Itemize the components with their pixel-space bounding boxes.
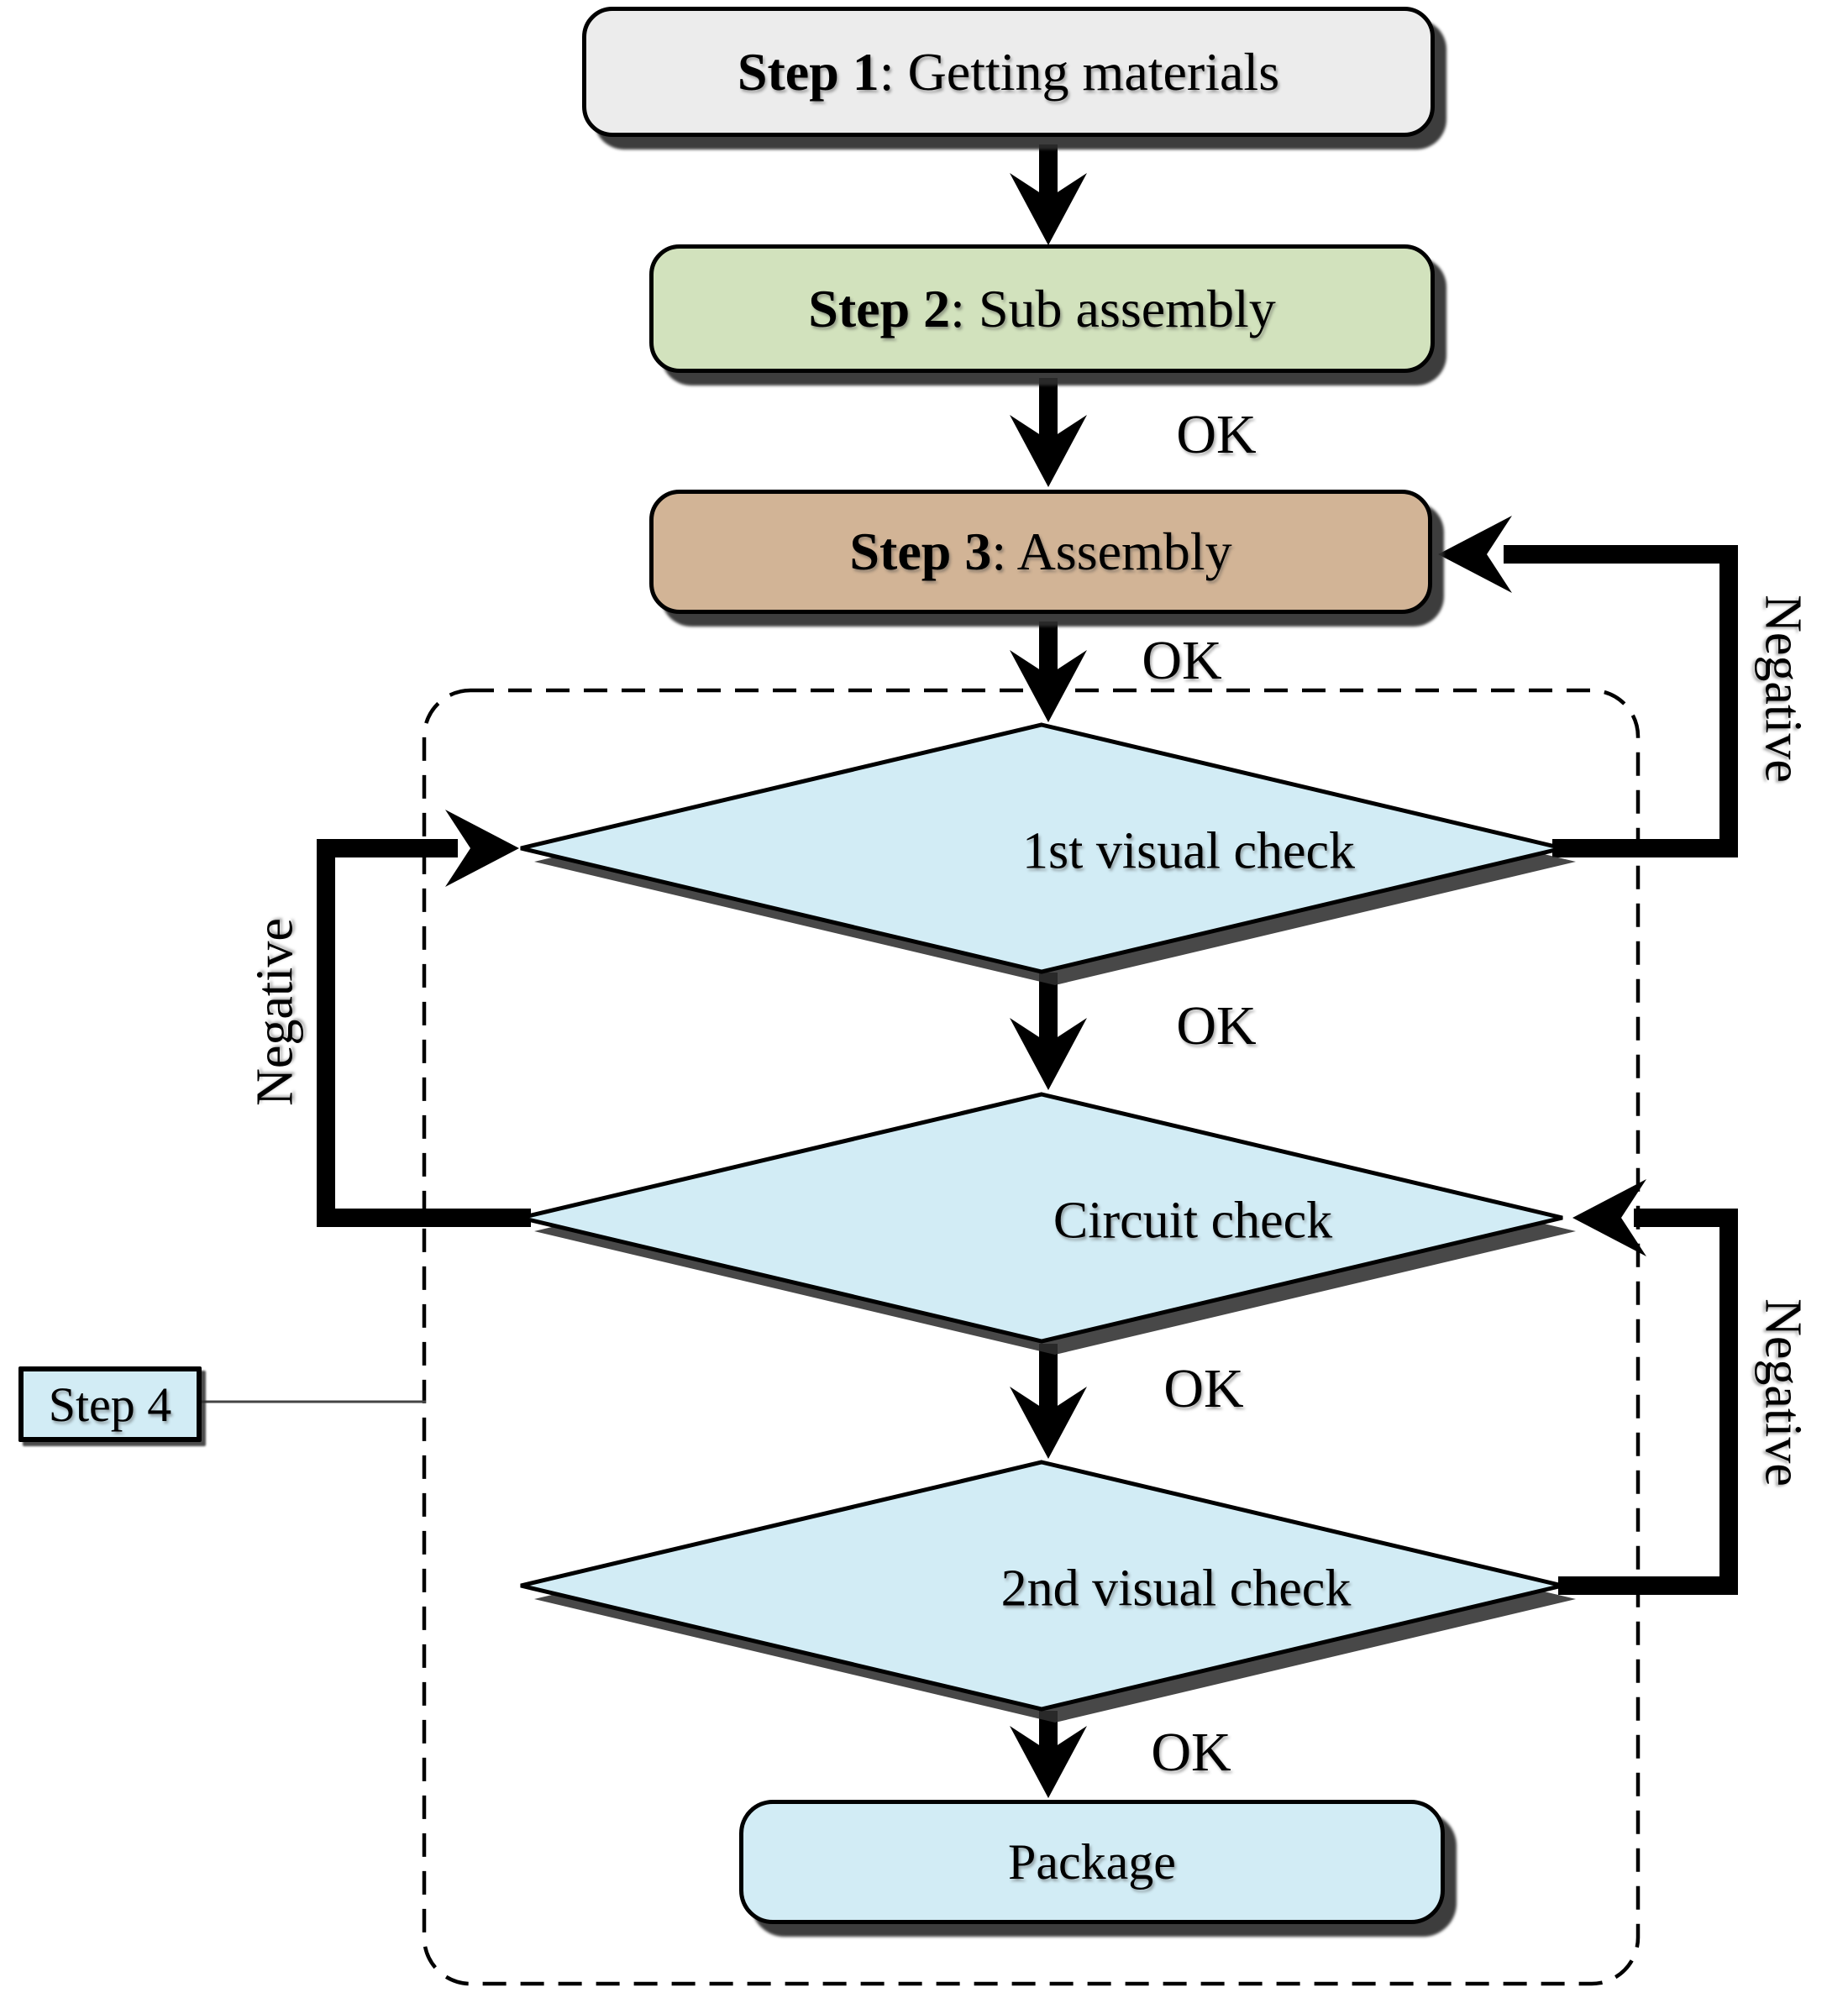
arrowhead-left-icon	[1572, 1179, 1646, 1256]
negative-loop-check1-to-step3	[1438, 516, 1738, 857]
step1-box: Step 1: Getting materials	[582, 7, 1435, 137]
step2-box-prefix: Step 2	[808, 278, 951, 338]
arrow-step2-to-step3	[1010, 378, 1087, 487]
step2-box: Step 2: Sub assembly	[649, 244, 1435, 373]
decision-check1	[520, 722, 1576, 985]
ok-label-check3: OK	[1151, 1722, 1231, 1783]
negative-loop-check2-to-check1	[317, 810, 531, 1227]
arrow-check3-to-package	[1010, 1711, 1087, 1798]
step1-box-label: : Getting materials	[879, 41, 1280, 102]
negative-label-right-upper: Negative	[1754, 595, 1812, 783]
check2-label: Circuit check	[1053, 1192, 1333, 1250]
arrowhead-down-icon	[1010, 1726, 1087, 1798]
check3-label: 2nd visual check	[1000, 1560, 1352, 1618]
arrow-step1-to-step2	[1010, 144, 1087, 245]
package-box: Package	[739, 1800, 1445, 1924]
decision-check2	[520, 1092, 1576, 1355]
negative-loop-check3-to-check2	[1558, 1179, 1738, 1595]
step4-label-text: Step 4	[48, 1377, 172, 1432]
decision-check3	[520, 1460, 1576, 1723]
step1-box-prefix: Step 1	[737, 41, 879, 102]
step3-box: Step 3: Assembly	[649, 490, 1432, 614]
arrowhead-down-icon	[1010, 650, 1087, 722]
step4-dashed-region	[422, 688, 1641, 1986]
check1-label: 1st visual check	[1021, 822, 1356, 880]
arrowhead-left-icon	[1438, 516, 1512, 593]
arrowhead-down-icon	[1010, 415, 1087, 487]
arrowhead-down-icon	[1010, 173, 1087, 245]
negative-label-left: Negative	[246, 918, 304, 1106]
arrow-check1-to-check2	[1010, 973, 1087, 1090]
ok-label-check1: OK	[1176, 995, 1257, 1057]
step4-label-box: Step 4	[18, 1366, 202, 1442]
arrowhead-right-icon	[445, 810, 519, 887]
ok-label-step3: OK	[1142, 630, 1222, 691]
package-box-label: Package	[1008, 1833, 1176, 1890]
arrow-check2-to-check3	[1010, 1344, 1087, 1459]
arrow-step3-to-check1	[1010, 621, 1087, 722]
step3-box-label: : Assembly	[991, 522, 1232, 581]
negative-label-right-lower: Negative	[1754, 1298, 1812, 1487]
step2-box-label: : Sub assembly	[950, 278, 1276, 338]
arrowhead-down-icon	[1010, 1018, 1087, 1090]
arrowhead-down-icon	[1010, 1387, 1087, 1459]
step3-box-prefix: Step 3	[849, 522, 992, 581]
ok-label-check2: OK	[1163, 1358, 1244, 1419]
ok-label-step2: OK	[1176, 404, 1257, 465]
